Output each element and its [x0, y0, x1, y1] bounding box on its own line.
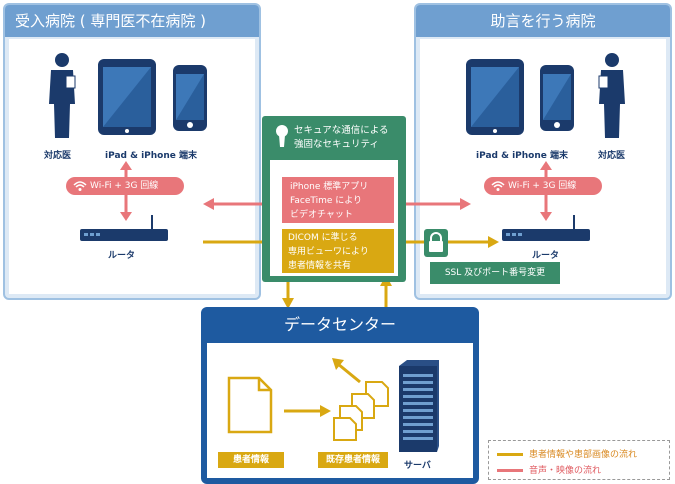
router-icon: [80, 215, 168, 241]
legend-red-label: 音声・映像の流れ: [529, 466, 602, 476]
facetime-box: iPhone 標準アプリ FaceTime により ビデオチャット: [282, 177, 394, 223]
patient-info-tag: 患者情報: [218, 452, 284, 468]
left-hospital-title: 受入病院 ( 専門医不在病院 ): [5, 5, 259, 37]
wifi-icon: [491, 177, 505, 202]
left-device-label: iPad & iPhone 端末: [105, 151, 197, 161]
right-device-label: iPad & iPhone 端末: [476, 151, 568, 161]
right-router-label: ルータ: [532, 251, 560, 261]
document-icon: [227, 376, 273, 434]
right-wifi-pill: Wi-Fi + 3G 回線: [484, 177, 602, 195]
legend-yellow-row: 患者情報や患部画像の流れ: [497, 447, 637, 460]
security-line1: セキュアな通信による: [294, 125, 389, 136]
server-icon: [399, 360, 439, 452]
ssl-label: SSL 及びポート番号変更: [430, 262, 560, 284]
wifi-icon: [73, 177, 87, 202]
tablet-icon: [98, 59, 156, 135]
phone-icon: [540, 65, 574, 131]
left-doctor-label: 対応医: [44, 151, 72, 161]
facetime-line1: iPhone 標準アプリ: [290, 182, 369, 192]
dicom-line2: 専用ビューワにより: [288, 247, 369, 257]
security-line2: 強固なセキュリティ: [294, 139, 379, 150]
dicom-line1: DICOM に準じる: [288, 233, 358, 243]
facetime-line3: ビデオチャット: [290, 210, 353, 220]
right-hospital-panel: 助言を行う病院: [414, 3, 672, 300]
left-wifi-label: Wi-Fi + 3G 回線: [90, 181, 159, 191]
right-hospital-title: 助言を行う病院: [416, 5, 670, 37]
dicom-line3: 患者情報を共有: [288, 261, 352, 271]
left-wifi-pill: Wi-Fi + 3G 回線: [66, 177, 184, 195]
tablet-icon: [466, 59, 524, 135]
stacked-documents-icon: [333, 381, 389, 441]
flow-arrow-diagonal: [332, 358, 361, 384]
legend-yellow-label: 患者情報や患部画像の流れ: [529, 450, 638, 460]
legend: 患者情報や患部画像の流れ 音声・映像の流れ: [488, 440, 670, 480]
doctor-icon: [49, 53, 76, 138]
facetime-line2: FaceTime により: [290, 196, 363, 206]
server-label: サーバ: [404, 461, 431, 471]
datacenter-title: データセンター: [283, 315, 396, 334]
dicom-box: DICOM に準じる 専用ビューワにより 患者情報を共有: [282, 229, 394, 273]
lock-icon: [424, 229, 448, 257]
phone-icon: [173, 65, 207, 131]
legend-yellow-swatch: [497, 453, 523, 456]
legend-red-swatch: [497, 469, 523, 472]
stored-info-tag: 既存患者情報: [318, 452, 388, 468]
flow-arrow-right: [284, 405, 331, 417]
doctor-icon: [598, 53, 625, 138]
right-doctor-label: 対応医: [598, 151, 626, 161]
keyhole-icon: [276, 125, 288, 147]
right-wifi-label: Wi-Fi + 3G 回線: [508, 181, 577, 191]
router-icon: [502, 215, 590, 241]
security-caption: セキュアな通信による 強固なセキュリティ: [294, 124, 389, 152]
legend-red-row: 音声・映像の流れ: [497, 463, 601, 476]
left-router-label: ルータ: [108, 251, 136, 261]
